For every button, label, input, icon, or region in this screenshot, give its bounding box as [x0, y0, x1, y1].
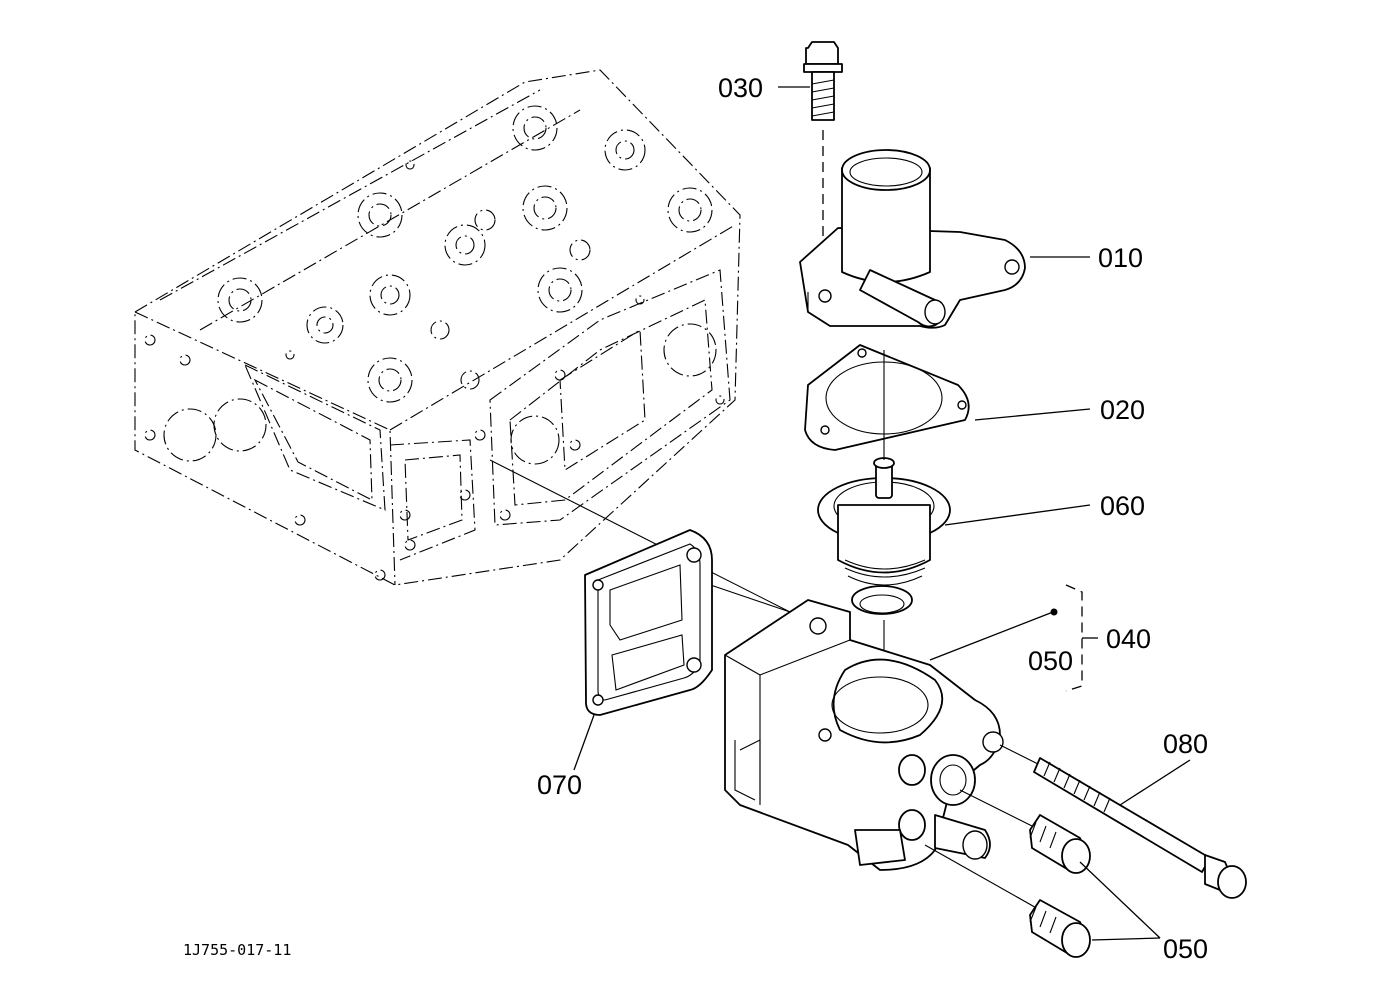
part-030-bolt	[803, 41, 843, 300]
part-050-plug-upper	[1029, 814, 1091, 874]
drawing-code: 1J755-017-11	[183, 941, 291, 959]
part-070-gasket	[584, 529, 713, 716]
part-080-bolt	[1033, 757, 1247, 899]
assembly-line-head-to-housing	[489, 459, 791, 613]
part-020-gasket	[804, 344, 970, 451]
part-010-water-flange	[799, 149, 1026, 329]
part-060-thermostat	[817, 457, 951, 615]
label-080: 080	[1163, 729, 1208, 759]
bracket-040	[1065, 584, 1083, 692]
cylinder-head-phantom	[134, 69, 741, 586]
leader-050-plugs-b	[1091, 937, 1161, 941]
leader-060	[944, 504, 1091, 526]
label-040: 040	[1106, 624, 1151, 654]
assembly-line-plug-1	[959, 789, 1041, 831]
label-030: 030	[718, 73, 763, 103]
leader-080	[1119, 759, 1191, 806]
assembly-line-bolt-080	[999, 744, 1041, 766]
label-050-plugs: 050	[1163, 934, 1208, 964]
leader-070	[573, 714, 595, 771]
leader-050-group	[929, 611, 1054, 661]
leader-050-group-dot	[1050, 608, 1058, 616]
label-050-group: 050	[1028, 646, 1073, 676]
label-010: 010	[1098, 243, 1143, 273]
leader-050-plugs-a	[1079, 861, 1161, 939]
label-070: 070	[537, 770, 582, 800]
assembly-line-plug-2	[924, 844, 1041, 911]
thermostat-housing	[724, 599, 1004, 871]
leader-020	[974, 408, 1091, 421]
label-020: 020	[1100, 395, 1145, 425]
part-050-plug-lower	[1029, 899, 1091, 958]
label-060: 060	[1100, 491, 1145, 521]
